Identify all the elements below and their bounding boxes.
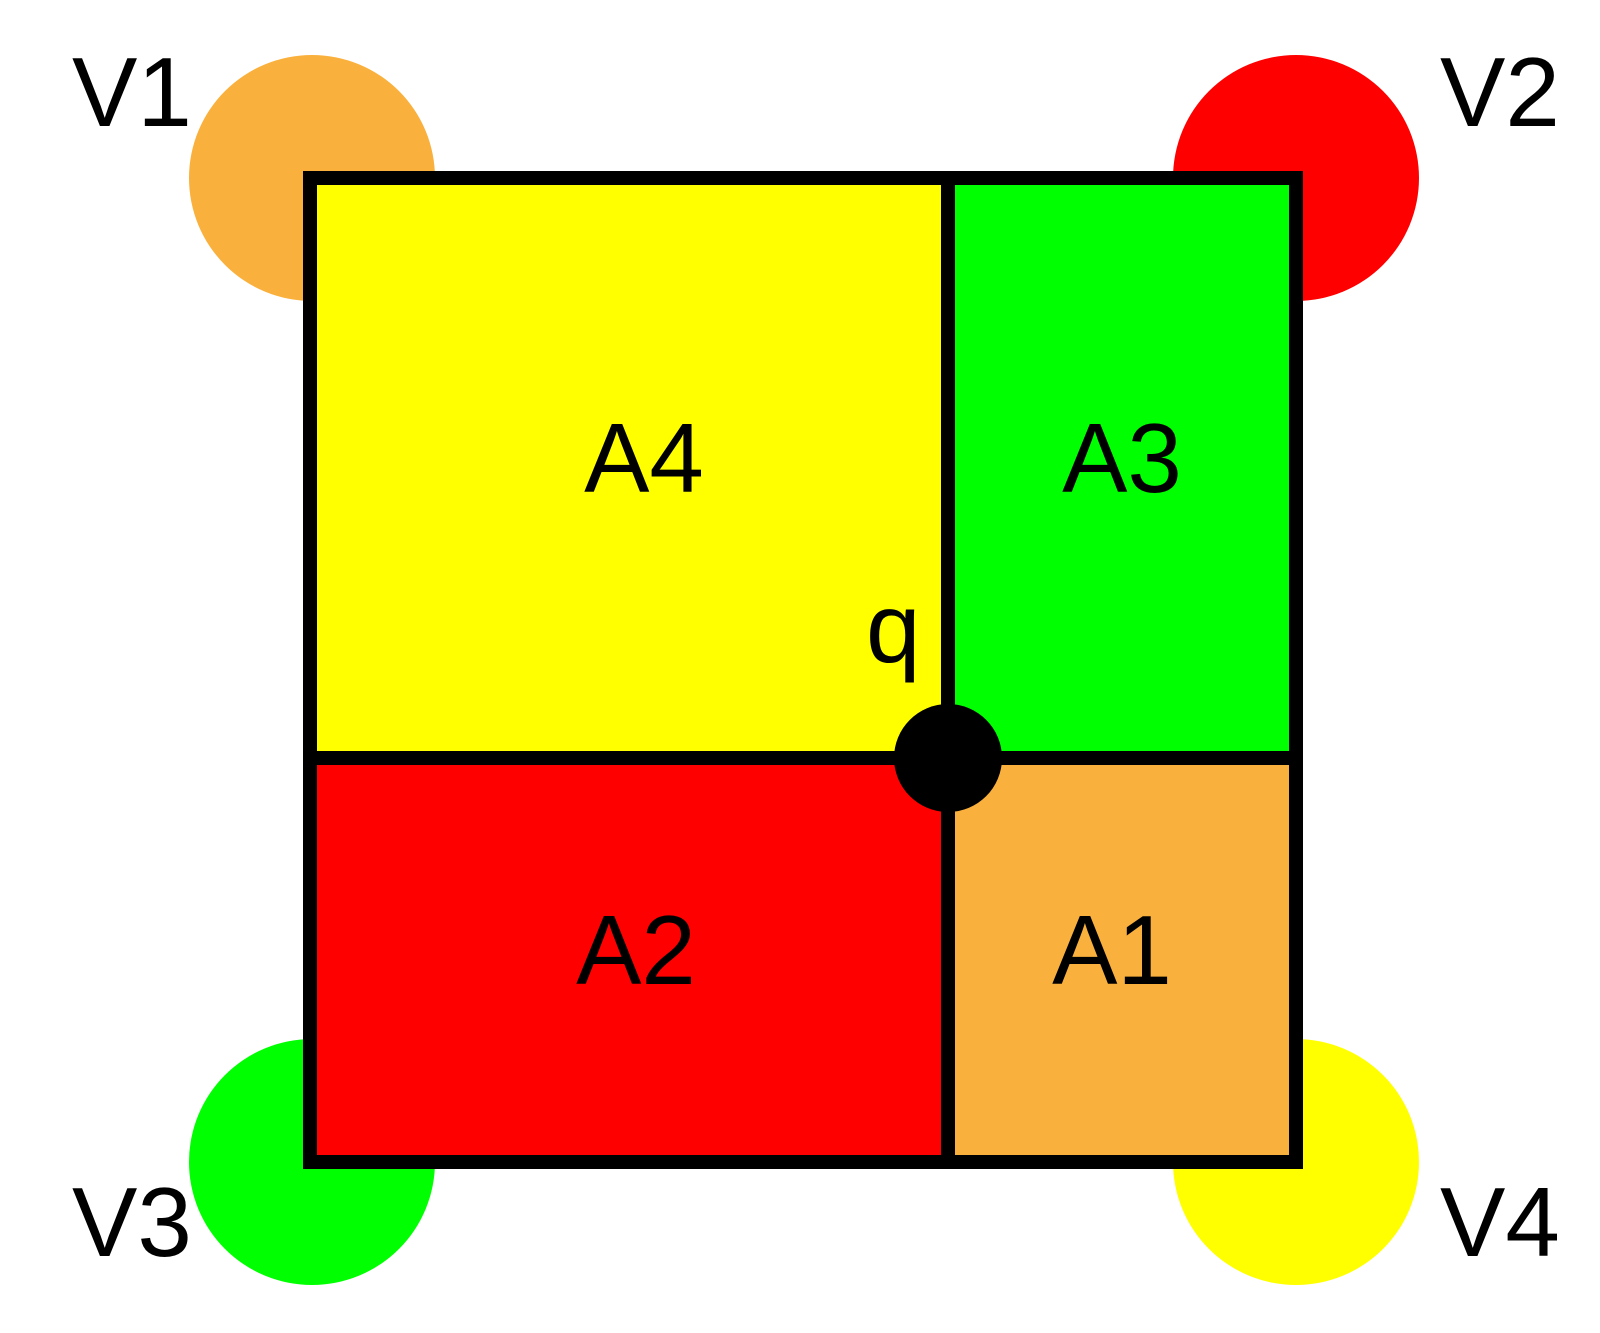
region-a1: [948, 758, 1296, 1162]
vertex-v4-label: V4: [1440, 1167, 1560, 1277]
point-q-label: q: [866, 573, 921, 683]
region-a2: [310, 758, 948, 1162]
region-a4: [310, 178, 948, 758]
region-a3: [948, 178, 1296, 758]
region-a3-label: A3: [1062, 403, 1182, 513]
region-a1-label: A1: [1052, 895, 1172, 1005]
vertex-v2-label: V2: [1440, 37, 1560, 147]
vertex-v1-label: V1: [72, 37, 192, 147]
point-q-dot: [894, 704, 1002, 812]
outer-square: [303, 171, 1303, 1169]
vertex-v3-label: V3: [72, 1167, 192, 1277]
region-a2-label: A2: [576, 895, 696, 1005]
region-a4-label: A4: [584, 403, 704, 513]
